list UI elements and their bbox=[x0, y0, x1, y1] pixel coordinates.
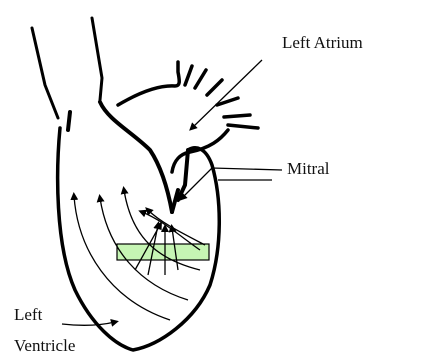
left-atrium-callout: Left Atrium bbox=[192, 33, 363, 128]
left-ventricle-label-line2: Ventricle bbox=[14, 336, 75, 355]
left-ventricle-callout: Left Ventricle bbox=[14, 305, 115, 355]
left-ventricle-label-line1: Left bbox=[14, 305, 43, 324]
ventricle-wall bbox=[58, 128, 220, 350]
mitral-valve bbox=[172, 150, 188, 212]
aorta bbox=[32, 18, 102, 130]
mitral-label: Mitral bbox=[287, 159, 330, 178]
septum bbox=[100, 102, 172, 212]
left-atrium-label: Left Atrium bbox=[282, 33, 363, 52]
mitral-callout: Mitral bbox=[182, 159, 330, 198]
